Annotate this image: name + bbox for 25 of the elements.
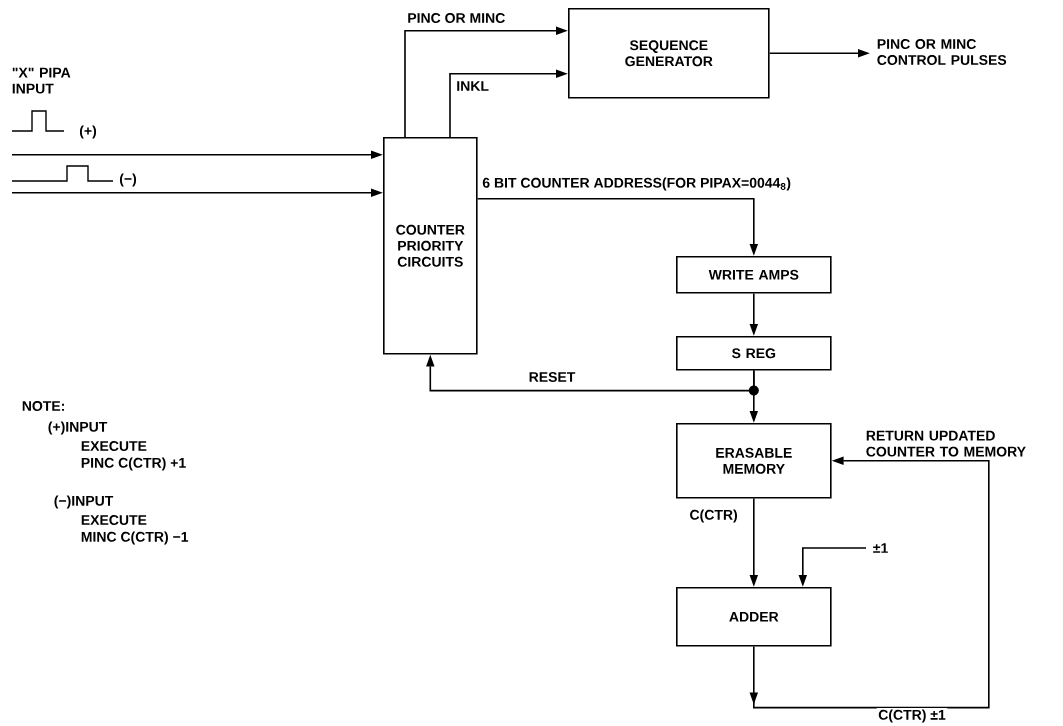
note-heading: NOTE: — [22, 401, 64, 411]
block-box: ERASABLE MEMORY — [676, 423, 832, 499]
note-text: (−)INPUT — [54, 495, 114, 509]
block-box: ADDER — [676, 587, 832, 647]
note-text: (+)INPUT — [48, 421, 108, 435]
arrow — [749, 456, 990, 709]
edge-label: 6 BIT COUNTER ADDRESS(FOR PIPAX=0044$_{8}$) — [480, 176, 793, 193]
signal-text: ±1 — [873, 543, 888, 553]
polarity-label: (+) — [79, 125, 97, 139]
edge-label: RESET — [527, 370, 577, 384]
note-text: PINC C(CTR) +1 — [81, 457, 186, 471]
polarity-label: (−) — [119, 173, 137, 187]
edge-label: INKL — [454, 79, 491, 93]
input-label: "X" PIPA INPUT — [12, 67, 71, 94]
block-box: S REG — [676, 336, 832, 371]
signal-text: PINC OR MINC CONTROL PULSES — [877, 39, 1007, 65]
note-text: EXECUTE — [81, 515, 147, 525]
edge-label: PINC OR MINC — [405, 11, 507, 25]
block-box: COUNTER PRIORITY CIRCUITS — [383, 137, 478, 355]
note-text: EXECUTE — [81, 441, 147, 451]
block-box: SEQUENCE GENERATOR — [568, 8, 770, 99]
annotation-text: RETURN UPDATED COUNTER TO MEMORY — [866, 430, 1026, 457]
block-box: WRITE AMPS — [676, 256, 832, 294]
edge-label: C(CTR) — [688, 508, 740, 525]
note-text: MINC C(CTR) −1 — [81, 531, 189, 545]
